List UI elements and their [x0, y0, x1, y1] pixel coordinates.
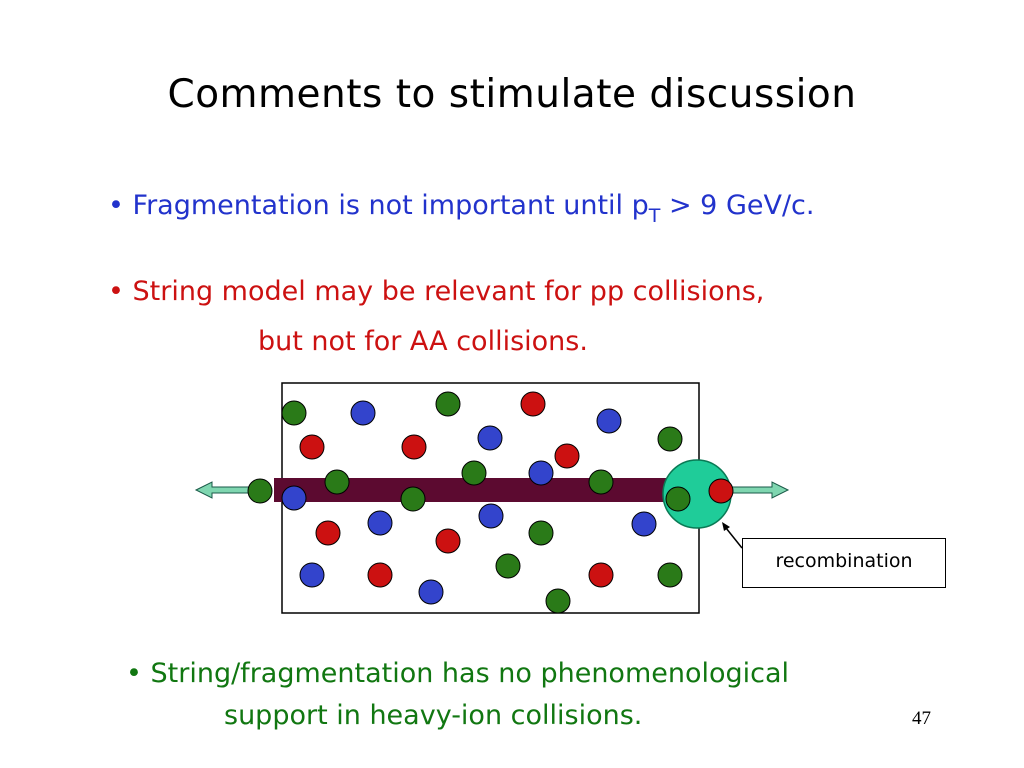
green-particle — [657, 426, 683, 452]
pointer-arrowhead — [722, 522, 730, 531]
bullet-fragmentation-text: • Fragmentation is not important until p — [108, 190, 649, 221]
red-particle — [367, 562, 393, 588]
bullet-phenomenological-line1: • String/fragmentation has no phenomenol… — [126, 658, 790, 689]
bullet-fragmentation: • Fragmentation is not important until p… — [108, 190, 815, 227]
red-particle — [435, 528, 461, 554]
particles-group — [247, 391, 734, 614]
green-particle — [324, 469, 350, 495]
green-particle — [528, 520, 554, 546]
red-particle — [520, 391, 546, 417]
green-particle — [665, 486, 691, 512]
green-particle — [545, 588, 571, 614]
blue-particle — [350, 400, 376, 426]
green-particle — [588, 469, 614, 495]
blue-particle — [596, 408, 622, 434]
blue-particle — [367, 510, 393, 536]
green-particle — [400, 486, 426, 512]
green-particle — [461, 460, 487, 486]
bullet-fragmentation-tail: > 9 GeV/c. — [660, 190, 815, 221]
green-particle — [657, 562, 683, 588]
green-particle — [281, 400, 307, 426]
blue-particle — [281, 485, 307, 511]
slide-title: Comments to stimulate discussion — [167, 72, 857, 117]
blue-particle — [528, 460, 554, 486]
green-particle — [247, 478, 273, 504]
bullet-string-model-line1: • String model may be relevant for pp co… — [108, 276, 765, 307]
blue-particle — [299, 562, 325, 588]
blue-particle — [631, 511, 657, 537]
recombination-label: recombination — [742, 538, 946, 588]
pointer-line — [725, 527, 743, 549]
red-particle — [299, 434, 325, 460]
green-particle — [495, 553, 521, 579]
red-particle — [401, 434, 427, 460]
blue-particle — [478, 503, 504, 529]
bullet-string-model-line2: but not for AA collisions. — [258, 326, 588, 357]
red-particle — [588, 562, 614, 588]
red-particle — [554, 443, 580, 469]
subscript-t: T — [648, 205, 661, 227]
red-particle — [708, 478, 734, 504]
blue-particle — [418, 579, 444, 605]
red-particle — [315, 520, 341, 546]
page-number: 47 — [912, 708, 931, 729]
blue-particle — [477, 425, 503, 451]
bullet-phenomenological-line2: support in heavy-ion collisions. — [224, 700, 643, 731]
green-particle — [435, 391, 461, 417]
